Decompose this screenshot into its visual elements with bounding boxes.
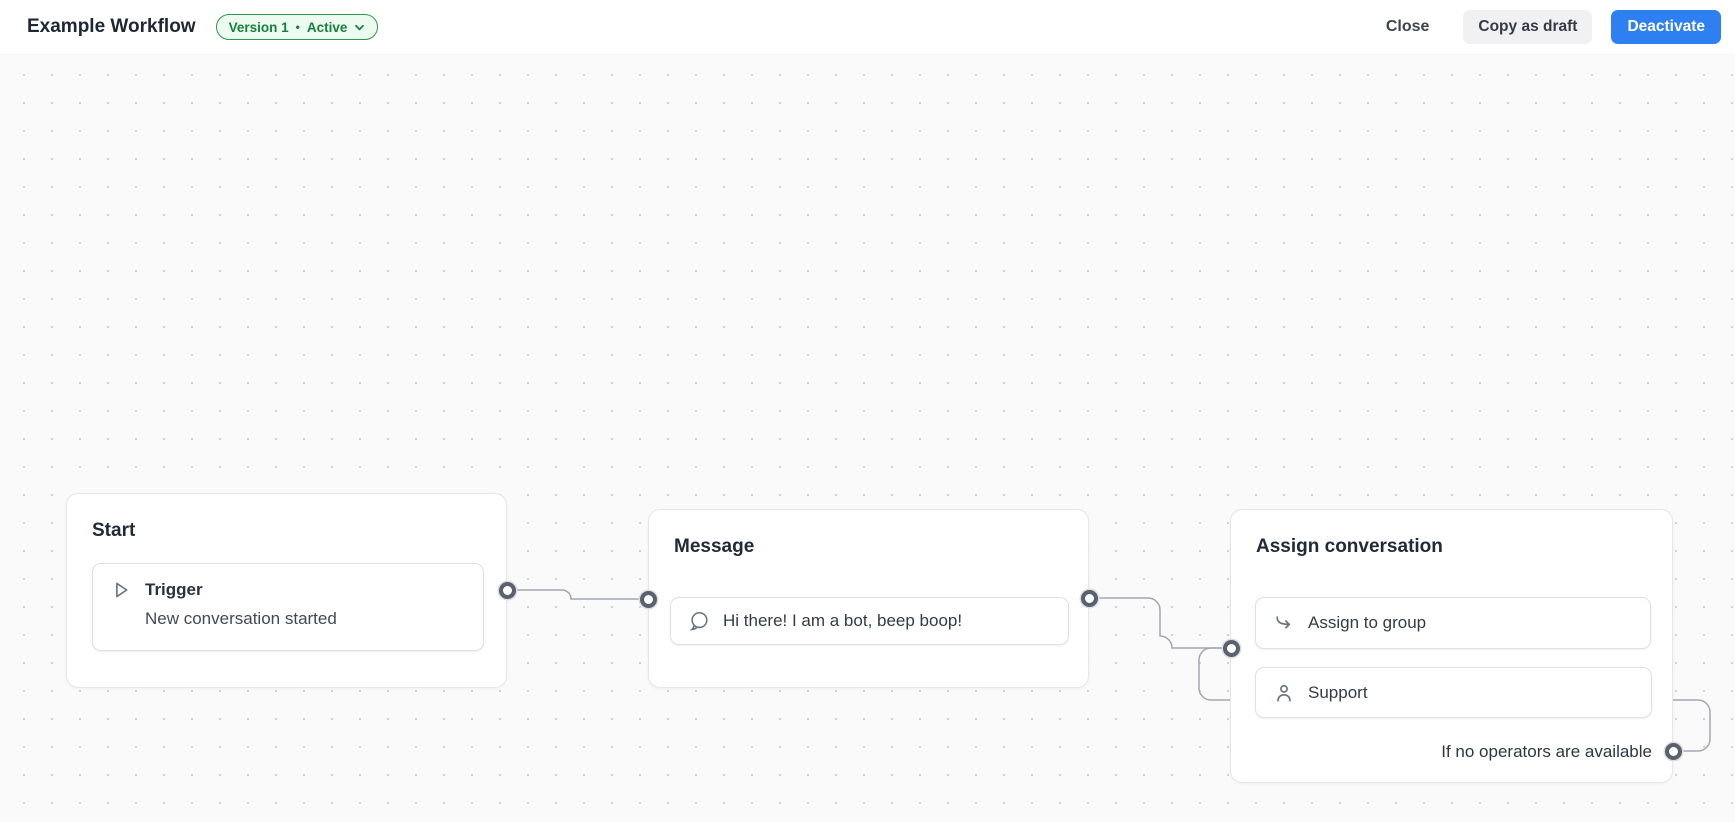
chevron-down-icon: [354, 22, 365, 33]
header-bar: Example Workflow Version 1 • Active Clos…: [0, 0, 1735, 55]
close-button[interactable]: Close: [1376, 10, 1440, 44]
message-step-text: Hi there! I am a bot, beep boop!: [723, 611, 963, 630]
trigger-step-card[interactable]: Trigger New conversation started: [92, 563, 484, 651]
copy-as-draft-button[interactable]: Copy as draft: [1463, 10, 1593, 44]
edge-start-to-message: [515, 589, 640, 600]
assign-to-group-card[interactable]: Assign to group: [1255, 597, 1651, 649]
trigger-step-title: Trigger: [145, 580, 203, 599]
edge-message-to-assign: [1097, 597, 1223, 649]
person-icon: [1273, 682, 1295, 704]
message-step-card[interactable]: Hi there! I am a bot, beep boop!: [670, 597, 1069, 645]
assign-team-label: Support: [1308, 682, 1368, 702]
version-label: Version 1: [228, 19, 289, 35]
port-fallback-output[interactable]: [1664, 742, 1682, 760]
trigger-step-subtitle: New conversation started: [145, 609, 337, 628]
chat-bubble-icon: [688, 610, 710, 632]
workflow-canvas[interactable]: Start Trigger New conversation started M…: [0, 55, 1735, 822]
version-status-dropdown[interactable]: Version 1 • Active: [215, 14, 379, 40]
page-title: Example Workflow: [27, 16, 196, 37]
node-assign-conversation[interactable]: Assign conversation Assign to group Supp…: [1230, 509, 1673, 783]
node-start-title: Start: [92, 520, 136, 541]
header-actions: Close Copy as draft Deactivate: [1376, 10, 1721, 44]
assign-to-group-label: Assign to group: [1308, 613, 1427, 632]
redirect-arrow-icon: [1273, 612, 1295, 634]
status-label: Active: [306, 19, 348, 35]
port-message-input[interactable]: [639, 590, 657, 608]
node-message[interactable]: Message Hi there! I am a bot, beep boop!: [648, 509, 1089, 688]
node-assign-title: Assign conversation: [1256, 536, 1443, 557]
port-start-output[interactable]: [498, 581, 516, 599]
node-message-title: Message: [674, 536, 755, 557]
port-message-output[interactable]: [1080, 589, 1098, 607]
deactivate-button[interactable]: Deactivate: [1611, 10, 1721, 44]
fallback-branch-label: If no operators are available: [1441, 742, 1652, 761]
badge-separator: •: [295, 20, 300, 34]
node-start[interactable]: Start Trigger New conversation started: [66, 493, 507, 688]
assign-team-card[interactable]: Support: [1255, 667, 1652, 718]
play-icon: [110, 579, 132, 601]
port-assign-input[interactable]: [1222, 639, 1240, 657]
